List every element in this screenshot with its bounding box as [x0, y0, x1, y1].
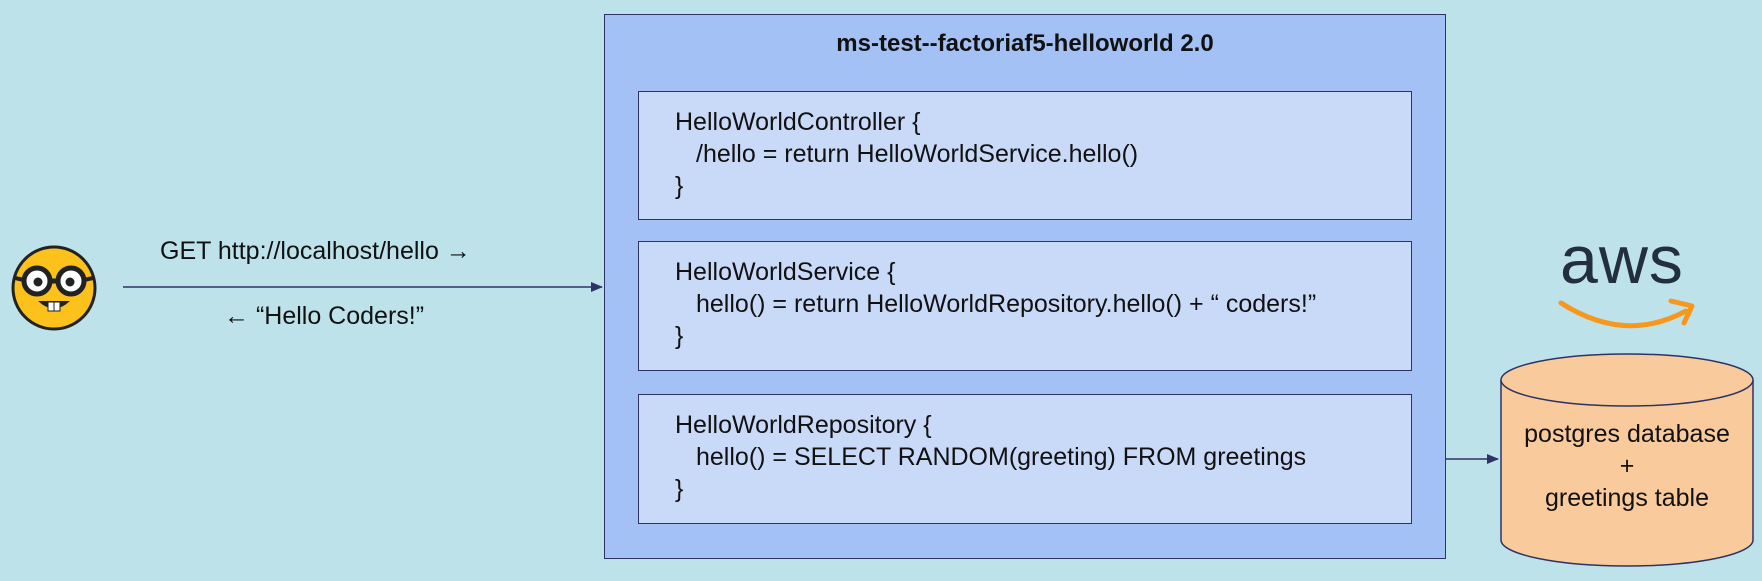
controller-footer: } — [675, 172, 684, 200]
repository-class-box: HelloWorldRepository { hello() = SELECT … — [638, 394, 1412, 524]
database-line-2: + — [1619, 452, 1635, 480]
request-label: GET http://localhost/hello → — [160, 237, 471, 265]
service-title: ms-test--factoriaf5-helloworld 2.0 — [836, 30, 1214, 57]
database-cylinder — [1500, 353, 1754, 567]
aws-logo-arrow — [1668, 298, 1695, 326]
repository-footer: } — [675, 475, 684, 503]
database-line-3: greetings table — [1544, 484, 1709, 512]
repository-body: hello() = SELECT RANDOM(greeting) FROM g… — [696, 443, 1307, 471]
service-body: hello() = return HelloWorldRepository.he… — [696, 290, 1317, 318]
service-footer: } — [675, 322, 684, 350]
controller-body: /hello = return HelloWorldService.hello(… — [696, 140, 1139, 168]
database-line-1: postgres database — [1524, 420, 1730, 448]
response-label: ← “Hello Coders!” — [224, 302, 425, 330]
aws-logo-icon — [1558, 300, 1689, 329]
repository-header: HelloWorldRepository { — [675, 411, 932, 439]
service-class-box: HelloWorldService { hello() = return Hel… — [638, 241, 1412, 371]
controller-header: HelloWorldController { — [675, 108, 921, 136]
nerd-face-icon — [11, 245, 97, 331]
service-header: HelloWorldService { — [675, 258, 896, 286]
aws-logo-text: aws — [1560, 222, 1684, 298]
database-label: postgres database + greetings table — [1500, 418, 1754, 514]
controller-class-box: HelloWorldController { /hello = return H… — [638, 91, 1412, 220]
